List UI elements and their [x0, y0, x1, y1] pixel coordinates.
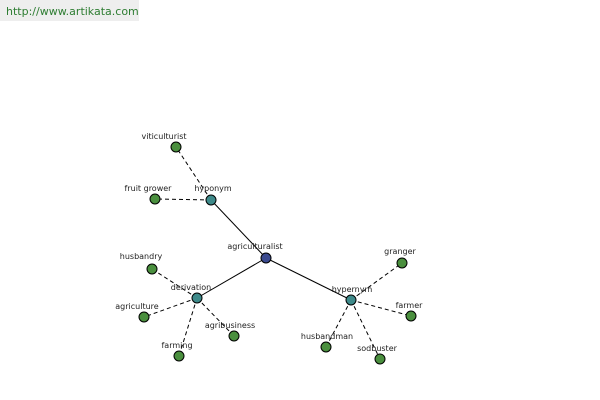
label-viticulturist[interactable]: viticulturist: [141, 132, 186, 141]
node-hypernym[interactable]: [345, 294, 357, 306]
node-farmer[interactable]: [405, 310, 417, 322]
node-granger[interactable]: [396, 257, 408, 269]
edge-hyponym-fruit-grower: [154, 198, 212, 201]
label-agribusiness[interactable]: agribusiness: [205, 321, 255, 330]
edge-center-hypernym: [265, 257, 352, 301]
label-derivation[interactable]: derivation: [171, 283, 211, 292]
node-husbandry[interactable]: [146, 263, 158, 275]
label-agriculture[interactable]: agriculture: [115, 302, 159, 311]
edge-hypernym-granger: [350, 262, 403, 301]
label-granger[interactable]: granger: [384, 247, 416, 256]
label-hyponym[interactable]: hyponym: [194, 184, 232, 193]
edge-derivation-farming: [178, 297, 198, 357]
label-husbandry[interactable]: husbandry: [120, 252, 163, 261]
edge-derivation-husbandry: [151, 268, 198, 299]
label-agriculturalist[interactable]: agriculturalist: [227, 242, 282, 251]
label-sodbuster[interactable]: sodbuster: [357, 344, 398, 353]
edge-center-hyponym: [210, 199, 267, 259]
node-agribusiness[interactable]: [228, 330, 240, 342]
edge-hyponym-viticulturist: [175, 146, 212, 201]
label-hypernym[interactable]: hypernym: [332, 285, 373, 294]
edge-center-derivation: [196, 257, 267, 299]
node-husbandman[interactable]: [320, 341, 332, 353]
edge-hypernym-husbandman: [325, 299, 352, 348]
edge-derivation-agriculture: [143, 297, 198, 318]
node-fruit-grower[interactable]: [149, 193, 161, 205]
node-sodbuster[interactable]: [374, 353, 386, 365]
label-fruit-grower[interactable]: fruit grower: [125, 184, 173, 193]
site-url-link[interactable]: http://www.artikata.com: [6, 5, 139, 18]
node-viticulturist[interactable]: [170, 141, 182, 153]
node-farming[interactable]: [173, 350, 185, 362]
label-farming[interactable]: farming: [161, 341, 192, 350]
label-farmer[interactable]: farmer: [396, 301, 424, 310]
label-husbandman[interactable]: husbandman: [301, 332, 353, 341]
node-hyponym[interactable]: [205, 194, 217, 206]
labels: agriculturalist hyponym viticulturist fruit…: [115, 132, 423, 353]
node-agriculturalist[interactable]: [260, 252, 272, 264]
edge-hypernym-farmer: [350, 299, 412, 317]
url-bar: http://www.artikata.com: [0, 0, 139, 21]
nodes: [138, 141, 417, 365]
edge-hypernym-sodbuster: [350, 299, 381, 360]
node-agriculture[interactable]: [138, 311, 150, 323]
node-derivation[interactable]: [191, 292, 203, 304]
edge-derivation-agribusiness: [196, 297, 235, 337]
edges: [143, 146, 412, 360]
